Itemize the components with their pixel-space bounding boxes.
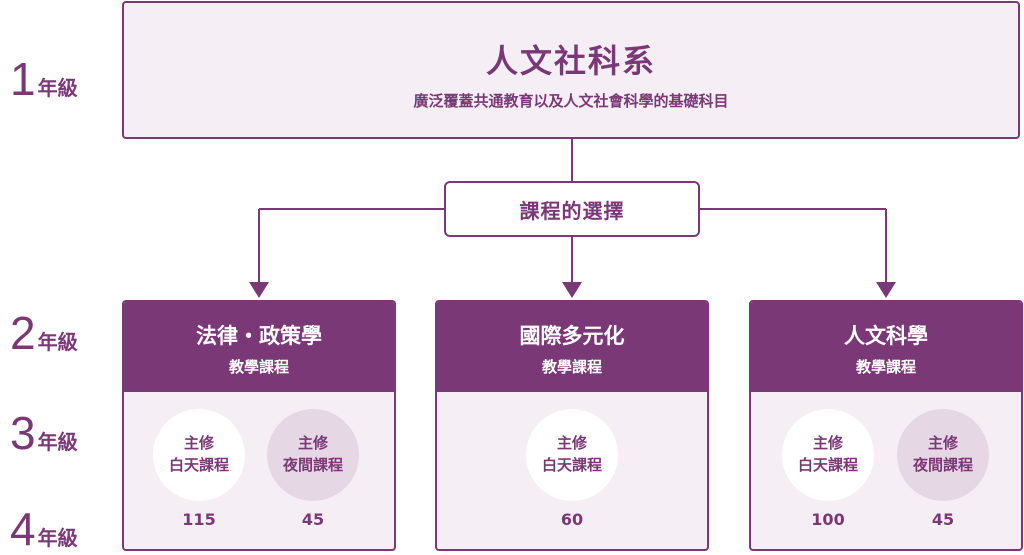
year-number: 3: [10, 407, 36, 459]
year-label-2: 2 年級: [0, 310, 100, 356]
track-count: 45: [931, 510, 955, 529]
course-choice-box: 課程的選擇: [444, 181, 700, 237]
track-type-label: 白天課程: [541, 456, 602, 474]
year-label-1: 1 年級: [0, 56, 100, 102]
program-subtitle: 教學課程: [855, 358, 916, 376]
year-number: 4: [10, 503, 36, 555]
year-unit: 年級: [37, 526, 78, 550]
arrow-left: [249, 282, 269, 298]
track-major-label: 主修: [556, 434, 587, 453]
year-unit: 年級: [37, 330, 78, 354]
program-subtitle: 教學課程: [541, 358, 602, 376]
year-unit: 年級: [37, 430, 78, 454]
year-unit: 年級: [37, 76, 78, 100]
track-day-circle: 主修 白天課程: [782, 409, 874, 501]
track-type-label: 白天課程: [797, 456, 858, 474]
program-card-humanities: 人文科學 教學課程 主修 白天課程 100 主修 夜間課程 45: [749, 300, 1023, 551]
program-name: 國際多元化: [519, 324, 625, 348]
track-count: 45: [301, 510, 325, 529]
department-title: 人文社科系: [485, 42, 656, 80]
program-header: 國際多元化 教學課程: [437, 302, 707, 392]
track-type-label: 白天課程: [168, 456, 229, 474]
year-label-4: 4 年級: [0, 506, 100, 552]
program-name: 法律・政策學: [196, 324, 322, 348]
track-day-circle: 主修 白天課程: [153, 409, 245, 501]
year-label-3: 3 年級: [0, 410, 100, 456]
program-card-law-policy: 法律・政策學 教學課程 主修 白天課程 115 主修 夜間課程 45: [122, 300, 396, 551]
arrow-center: [562, 282, 582, 298]
track-major-label: 主修: [183, 434, 214, 453]
year-number: 2: [10, 307, 36, 359]
year-number: 1: [10, 53, 36, 105]
department-box: 人文社科系 廣泛覆蓋共通教育以及人文社會科學的基礎科目: [122, 1, 1020, 139]
track-type-label: 夜間課程: [912, 456, 973, 474]
arrow-right: [876, 282, 896, 298]
track-major-label: 主修: [927, 434, 958, 453]
program-header: 人文科學 教學課程: [751, 302, 1021, 392]
track-major-label: 主修: [812, 434, 843, 453]
track-count: 100: [811, 510, 845, 529]
program-subtitle: 教學課程: [228, 358, 289, 376]
track-night-circle: 主修 夜間課程: [267, 409, 359, 501]
track-major-label: 主修: [297, 434, 328, 453]
department-description: 廣泛覆蓋共通教育以及人文社會科學的基礎科目: [413, 92, 729, 110]
track-night-circle: 主修 夜間課程: [897, 409, 989, 501]
track-type-label: 夜間課程: [282, 456, 343, 474]
program-header: 法律・政策學 教學課程: [124, 302, 394, 392]
track-count: 115: [182, 510, 216, 529]
track-day-circle: 主修 白天課程: [526, 409, 618, 501]
program-card-international: 國際多元化 教學課程 主修 白天課程 60: [435, 300, 709, 551]
track-count: 60: [560, 510, 584, 529]
program-name: 人文科學: [844, 324, 928, 348]
